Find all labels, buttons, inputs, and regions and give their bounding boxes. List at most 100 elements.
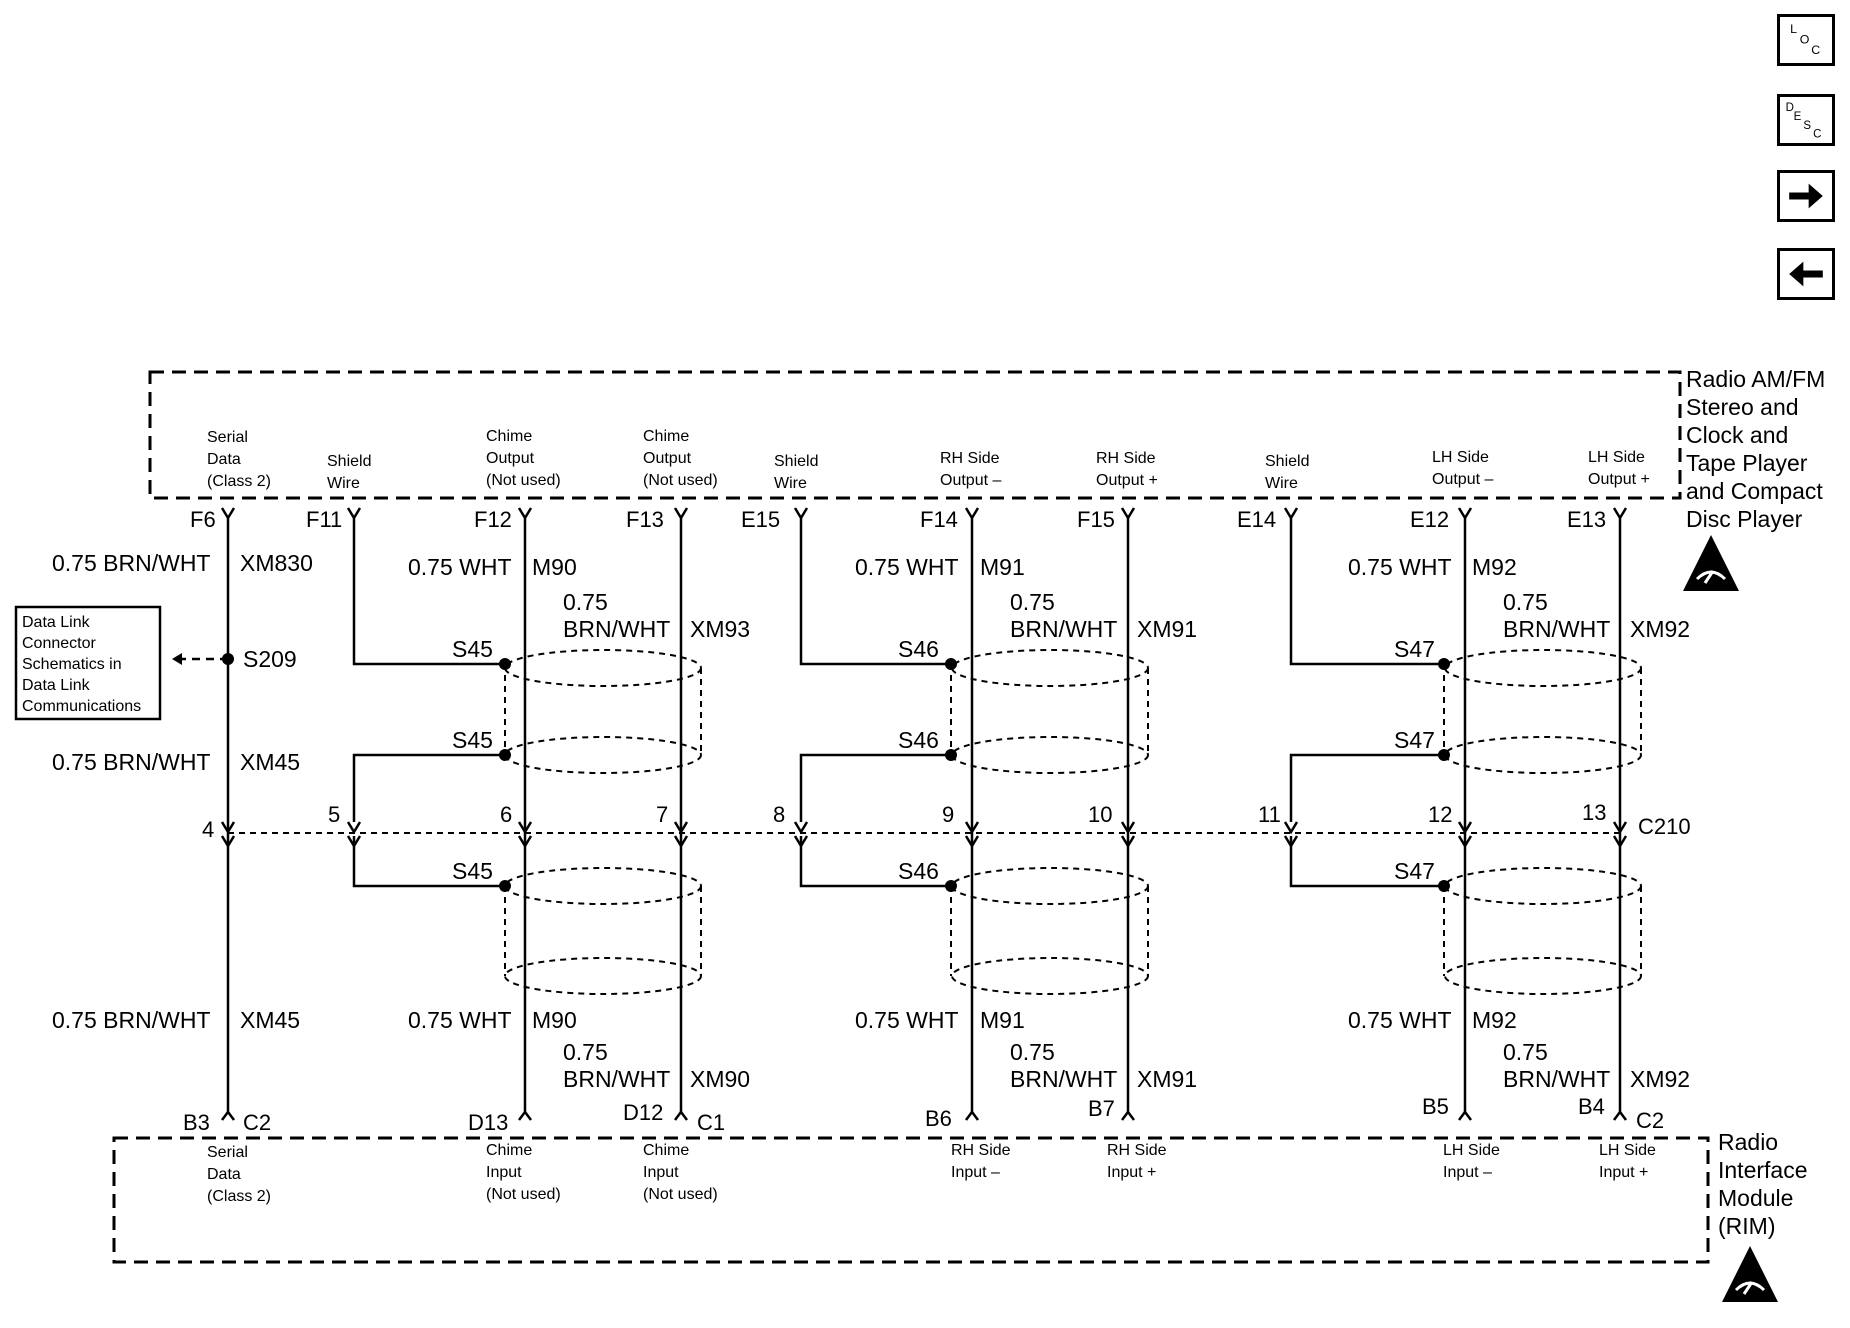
next-button[interactable] <box>1777 170 1835 222</box>
pin-d12: D12 <box>623 1100 663 1125</box>
splice-label: S46 <box>898 727 939 753</box>
svg-text:Data: Data <box>207 1166 241 1183</box>
wire-color: 0.75 WHT <box>1348 554 1452 580</box>
c210-pin-5: 5 <box>328 802 340 827</box>
wire-color: 0.75 BRN/WHT <box>52 550 210 576</box>
pin-b3: B3 <box>183 1110 210 1135</box>
circuit-number: M91 <box>980 1007 1025 1033</box>
connector-c1: C1 <box>697 1110 725 1135</box>
c210-pin-6: 6 <box>500 802 512 827</box>
svg-text:Chime: Chime <box>643 1142 689 1159</box>
svg-text:Stereo and: Stereo and <box>1686 394 1799 420</box>
svg-text:Disc Player: Disc Player <box>1686 506 1803 532</box>
svg-text:Output –: Output – <box>940 472 1001 489</box>
rim-module-label: Radio Interface Module (RIM) <box>1718 1129 1808 1239</box>
connector-c210-terminals <box>220 821 1628 849</box>
wire-color: 0.75 WHT <box>855 1007 959 1033</box>
svg-text:Communications: Communications <box>22 698 141 715</box>
svg-text:(Class 2): (Class 2) <box>207 473 271 490</box>
pin-b4: B4 <box>1578 1094 1605 1119</box>
svg-text:Schematics in: Schematics in <box>22 656 122 673</box>
bottom-terminals <box>221 1109 1627 1121</box>
circuit-number: XM91 <box>1137 616 1197 642</box>
svg-text:LH Side: LH Side <box>1588 449 1645 466</box>
splice-dot <box>222 653 234 665</box>
wire-color: 0.75 WHT <box>408 554 512 580</box>
circuit-number: XM45 <box>240 1007 300 1033</box>
splice-label: S47 <box>1394 858 1435 884</box>
radio-module-label: Radio AM/FM Stereo and Clock and Tape Pl… <box>1686 366 1825 532</box>
svg-text:RH Side: RH Side <box>940 450 1000 467</box>
splice-dots <box>499 658 1450 892</box>
description-button[interactable]: D E S C <box>1777 94 1835 146</box>
c210-pin-10: 10 <box>1088 802 1112 827</box>
pin-e15: E15 <box>741 507 780 532</box>
arrow-left-icon <box>1789 261 1823 287</box>
esd-warning-icon <box>1722 1246 1778 1302</box>
c210-pin-8: 8 <box>773 802 785 827</box>
svg-text:Wire: Wire <box>1265 475 1298 492</box>
circuit-number: M92 <box>1472 554 1517 580</box>
splice-label: S46 <box>898 858 939 884</box>
svg-text:Wire: Wire <box>327 475 360 492</box>
circuit-number: XM830 <box>240 550 313 576</box>
wires <box>178 526 1622 1112</box>
circuit-number: XM91 <box>1137 1066 1197 1092</box>
pin-f15: F15 <box>1077 507 1115 532</box>
splice-label: S209 <box>243 646 297 672</box>
svg-text:(Not used): (Not used) <box>643 472 718 489</box>
loc-letter-l: L <box>1790 22 1797 36</box>
pin-f12: F12 <box>474 507 512 532</box>
svg-text:Input +: Input + <box>1107 1164 1156 1181</box>
svg-text:(Not used): (Not used) <box>486 1186 561 1203</box>
svg-text:Input: Input <box>486 1164 522 1181</box>
circuit-number: XM93 <box>690 616 750 642</box>
splice-label: S47 <box>1394 636 1435 662</box>
wire-color: BRN/WHT <box>1010 1066 1117 1092</box>
c210-pin-7: 7 <box>656 802 668 827</box>
svg-text:Wire: Wire <box>774 475 807 492</box>
connector-c2: C2 <box>1636 1108 1664 1133</box>
svg-text:Input –: Input – <box>951 1164 1000 1181</box>
wire-color: BRN/WHT <box>563 616 670 642</box>
shield-drains <box>504 664 1445 976</box>
svg-text:Output –: Output – <box>1432 471 1493 488</box>
pin-b5: B5 <box>1422 1094 1449 1119</box>
pin-f13: F13 <box>626 507 664 532</box>
pin-b7: B7 <box>1088 1096 1115 1121</box>
svg-text:Chime: Chime <box>643 428 689 445</box>
arrow-right-icon <box>1789 183 1823 209</box>
wire-color: 0.75 WHT <box>408 1007 512 1033</box>
svg-text:(Class 2): (Class 2) <box>207 1188 271 1205</box>
pin-e12: E12 <box>1410 507 1449 532</box>
pin-f11: F11 <box>306 507 342 532</box>
wire-size: 0.75 <box>1503 1039 1548 1065</box>
svg-text:Shield: Shield <box>327 453 371 470</box>
svg-text:RH Side: RH Side <box>1096 450 1156 467</box>
previous-button[interactable] <box>1777 248 1835 300</box>
location-button[interactable]: L O C <box>1777 14 1835 66</box>
splice-label: S45 <box>452 636 493 662</box>
esd-warning-icon <box>1683 535 1739 591</box>
svg-text:(Not used): (Not used) <box>643 1186 718 1203</box>
data-link-callout[interactable]: Data Link Connector Schematics in Data L… <box>14 605 162 721</box>
wire-color: 0.75 WHT <box>855 554 959 580</box>
svg-text:Data Link: Data Link <box>22 677 91 694</box>
radio-module-box <box>148 370 1682 500</box>
c210-pin-12: 12 <box>1428 802 1452 827</box>
svg-text:Shield: Shield <box>774 453 818 470</box>
desc-icon: D E S C <box>1786 102 1822 141</box>
wire-color: 0.75 WHT <box>1348 1007 1452 1033</box>
desc-letter-e: E <box>1794 111 1802 123</box>
wire-color: BRN/WHT <box>1010 616 1117 642</box>
loc-letter-o: O <box>1800 33 1810 47</box>
wire-color: BRN/WHT <box>1503 616 1610 642</box>
svg-text:Tape Player: Tape Player <box>1686 450 1808 476</box>
pin-f6: F6 <box>190 507 216 532</box>
arrow-left-icon <box>172 653 182 665</box>
